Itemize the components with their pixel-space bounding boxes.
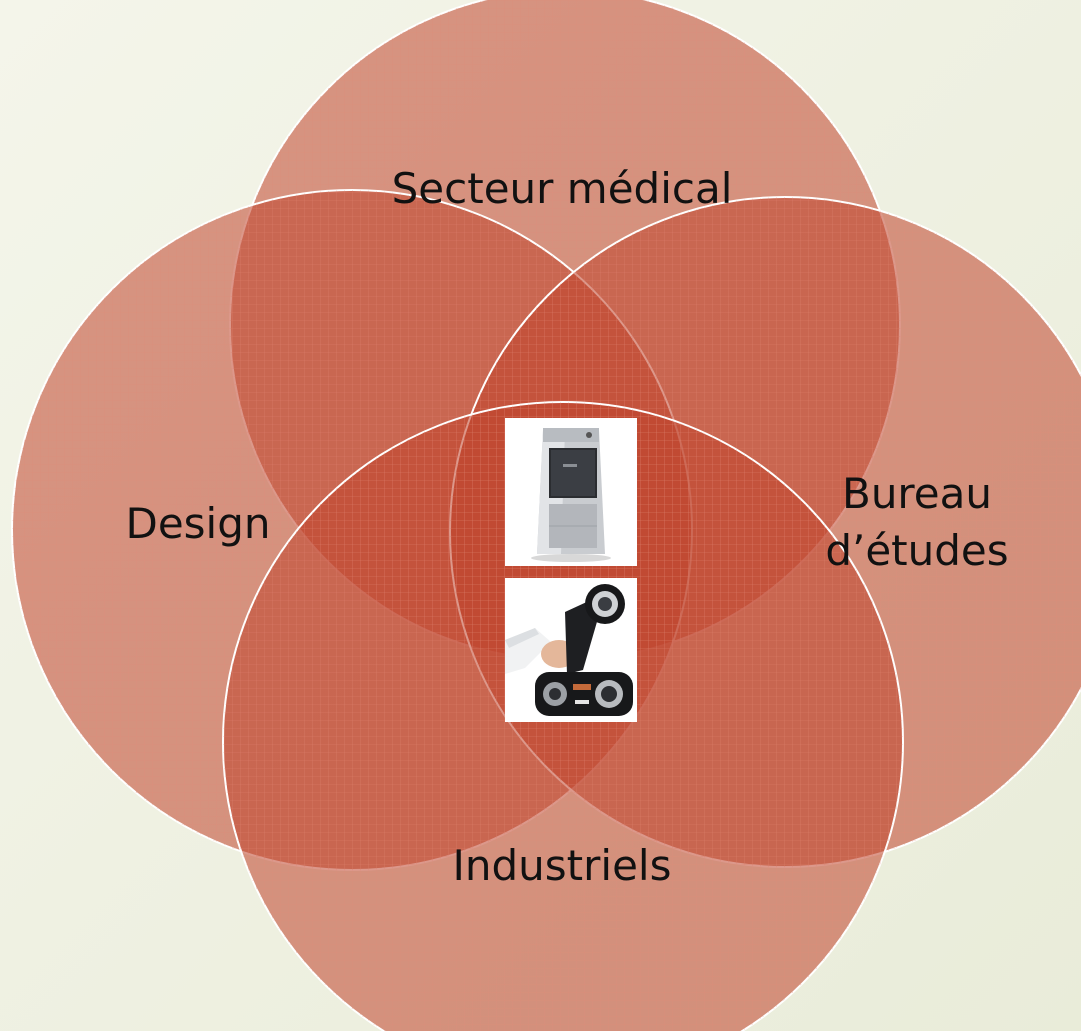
handheld-3d-scanner-icon <box>505 578 637 722</box>
label-bureau-line-2: d’études <box>825 526 1008 575</box>
label-industriels: Industriels <box>453 841 672 890</box>
3d-printer-icon <box>505 418 637 566</box>
3d-printer-image <box>505 418 637 566</box>
handheld-3d-scanner-image <box>505 578 637 722</box>
label-secteur-medical: Secteur médical <box>392 164 733 213</box>
label-bureau-line-1: Bureau <box>842 469 992 518</box>
label-design: Design <box>125 499 270 548</box>
